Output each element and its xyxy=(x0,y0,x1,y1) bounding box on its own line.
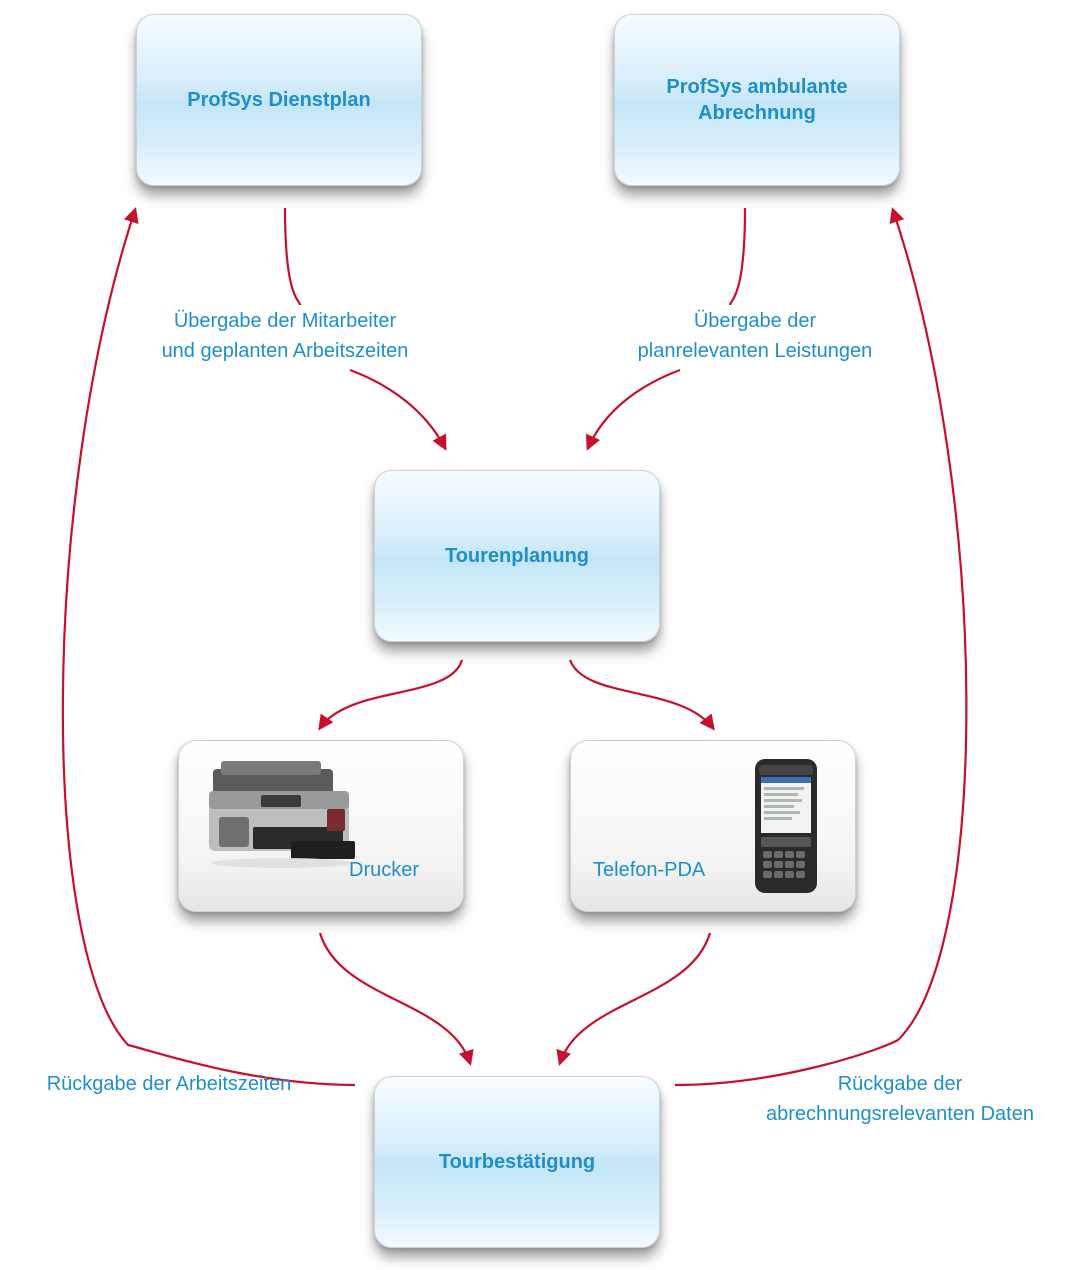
node-drucker[interactable]: Drucker xyxy=(178,740,464,912)
edge-label-leistungen: Übergabe der planrelevanten Leistungen xyxy=(580,306,930,366)
node-title: Tourbestätigung xyxy=(438,1151,596,1173)
edge-label-line2: und geplanten Arbeitszeiten xyxy=(161,340,409,362)
arrow-tourenplanung-to-telefon xyxy=(568,659,715,731)
printer-icon xyxy=(209,761,355,868)
arrow-tourenplanung-to-drucker xyxy=(318,659,464,731)
node-title-line1: ProfSys ambulante xyxy=(666,76,848,98)
edge-label-arbeitszeiten: Rückgabe der Arbeitszeiten xyxy=(4,1069,334,1099)
edge-label-line1: Übergabe der Mitarbeiter xyxy=(173,310,397,332)
smartphone-icon xyxy=(755,759,817,893)
arrow-abrechnung-to-tourenplanung xyxy=(588,207,747,448)
node-title: ProfSys ambulante Abrechnung xyxy=(666,74,847,126)
edge-label-line2: planrelevanten Leistungen xyxy=(637,340,873,362)
node-profsys-dienstplan[interactable]: ProfSys Dienstplan xyxy=(136,14,422,186)
arrow-tourbestaetigung-to-dienstplan xyxy=(61,207,356,1087)
arrow-telefon-to-tourbestaetigung xyxy=(556,932,712,1066)
node-title-line2: Abrechnung xyxy=(698,102,816,124)
node-tourbestaetigung[interactable]: Tourbestätigung xyxy=(374,1076,660,1248)
edge-label-line2: abrechnungsrelevanten Daten xyxy=(766,1103,1034,1125)
edge-label-mitarbeiter: Übergabe der Mitarbeiter und geplanten A… xyxy=(110,306,460,366)
device-label-drucker: Drucker xyxy=(349,859,420,881)
node-title: Tourenplanung xyxy=(444,545,590,567)
node-title: ProfSys Dienstplan xyxy=(187,89,371,111)
arrow-tourbestaetigung-to-abrechnung xyxy=(674,207,968,1087)
device-label-telefon: Telefon-PDA xyxy=(593,859,706,881)
edge-label-line1: Rückgabe der Arbeitszeiten xyxy=(46,1073,292,1095)
edge-label-line1: Rückgabe der xyxy=(837,1073,963,1095)
node-telefon-pda[interactable]: Telefon-PDA xyxy=(570,740,856,912)
edge-label-abrechnungsdaten: Rückgabe der abrechnungsrelevanten Daten xyxy=(730,1069,1070,1129)
arrow-dienstplan-to-tourenplanung xyxy=(283,207,445,448)
arrow-drucker-to-tourbestaetigung xyxy=(318,932,474,1066)
edge-label-line1: Übergabe der xyxy=(693,310,817,332)
node-profsys-abrechnung[interactable]: ProfSys ambulante Abrechnung xyxy=(614,14,900,186)
node-tourenplanung[interactable]: Tourenplanung xyxy=(374,470,660,642)
